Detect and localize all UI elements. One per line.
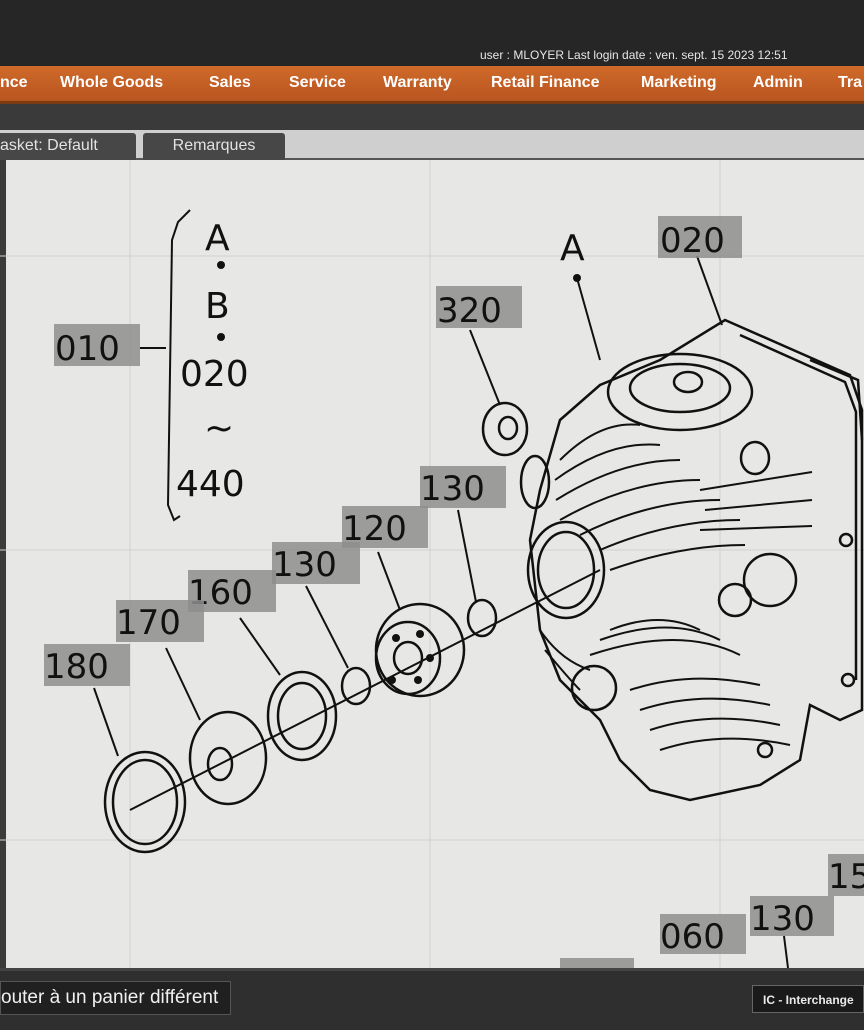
sub-header-band — [0, 104, 864, 130]
svg-text:15: 15 — [828, 857, 864, 897]
callout-130-lower[interactable]: 130 — [272, 542, 360, 585]
assembly-label-a: A — [560, 228, 585, 269]
nav-item-warranty[interactable]: Warranty — [383, 74, 452, 91]
callout-180[interactable]: 180 — [44, 644, 130, 687]
svg-text:130: 130 — [272, 545, 337, 585]
part-spacer-170 — [165, 647, 268, 806]
group-label-440: 440 — [176, 464, 245, 505]
group-label-a: A — [205, 218, 230, 259]
callout-320[interactable]: 320 — [436, 286, 522, 331]
callout-170[interactable]: 170 — [116, 600, 204, 643]
diagram-grid — [0, 160, 864, 968]
tab-strip: asket: Default Remarques — [0, 130, 864, 160]
nav-item-whole-goods[interactable]: Whole Goods — [60, 74, 164, 91]
callout-010[interactable]: 010 — [54, 324, 140, 369]
nav-item-finance[interactable]: nce — [0, 74, 28, 91]
part-seal-320 — [469, 329, 529, 457]
add-to-different-basket-button[interactable]: outer à un panier différent — [0, 981, 232, 1015]
viewer-left-edge — [0, 160, 6, 968]
callout-130-upper[interactable]: 130 — [420, 466, 506, 509]
login-info: user : MLOYER Last login date : ven. sep… — [480, 48, 788, 62]
exploded-parts-diagram: A B 020 ~ 440 010 A — [0, 160, 864, 968]
nav-item-sales[interactable]: Sales — [209, 74, 251, 91]
group-bracket — [140, 209, 225, 522]
callout-cutoff — [560, 958, 634, 968]
part-ring-160 — [239, 617, 338, 762]
nav-item-retail-finance[interactable]: Retail Finance — [491, 74, 600, 91]
svg-text:180: 180 — [44, 647, 109, 687]
callout-120[interactable]: 120 — [342, 506, 428, 549]
svg-text:060: 060 — [660, 917, 725, 957]
svg-text:010: 010 — [55, 329, 120, 369]
callout-020[interactable]: 020 — [658, 216, 742, 261]
part-circlip-130-lower — [305, 585, 372, 706]
top-header-bar: user : MLOYER Last login date : ven. sep… — [0, 0, 864, 66]
svg-text:020: 020 — [660, 221, 725, 261]
svg-text:320: 320 — [437, 291, 502, 331]
callout-060[interactable]: 060 — [660, 914, 746, 957]
svg-text:130: 130 — [420, 469, 485, 509]
bottom-action-bar: outer à un panier différent IC - Interch… — [0, 968, 864, 1030]
svg-text:130: 130 — [750, 899, 815, 939]
group-label-b: B — [205, 286, 230, 327]
nav-item-admin[interactable]: Admin — [753, 74, 803, 91]
group-label-020: 020 — [180, 354, 249, 395]
nav-item-service[interactable]: Service — [289, 74, 346, 91]
group-label-tilde: ~ — [204, 408, 234, 449]
nav-item-marketing[interactable]: Marketing — [641, 74, 717, 91]
part-circlip-130-upper — [457, 509, 498, 638]
svg-text:170: 170 — [116, 603, 181, 643]
callout-130-bottom[interactable]: 130 — [750, 896, 834, 939]
interchange-button[interactable]: IC - Interchange — [752, 985, 864, 1013]
part-snap-ring-180 — [93, 687, 187, 854]
tab-basket-default[interactable]: asket: Default — [0, 133, 136, 160]
main-nav: nce Whole Goods Sales Service Warranty R… — [0, 66, 864, 104]
part-bearing-120 — [374, 551, 466, 698]
callout-15[interactable]: 15 — [828, 854, 864, 897]
tab-remarques[interactable]: Remarques — [143, 133, 285, 160]
nav-item-truncated[interactable]: Tra — [838, 74, 863, 91]
gearbox-housing — [519, 318, 864, 802]
parts-diagram-viewer[interactable]: A B 020 ~ 440 010 A — [0, 160, 864, 968]
